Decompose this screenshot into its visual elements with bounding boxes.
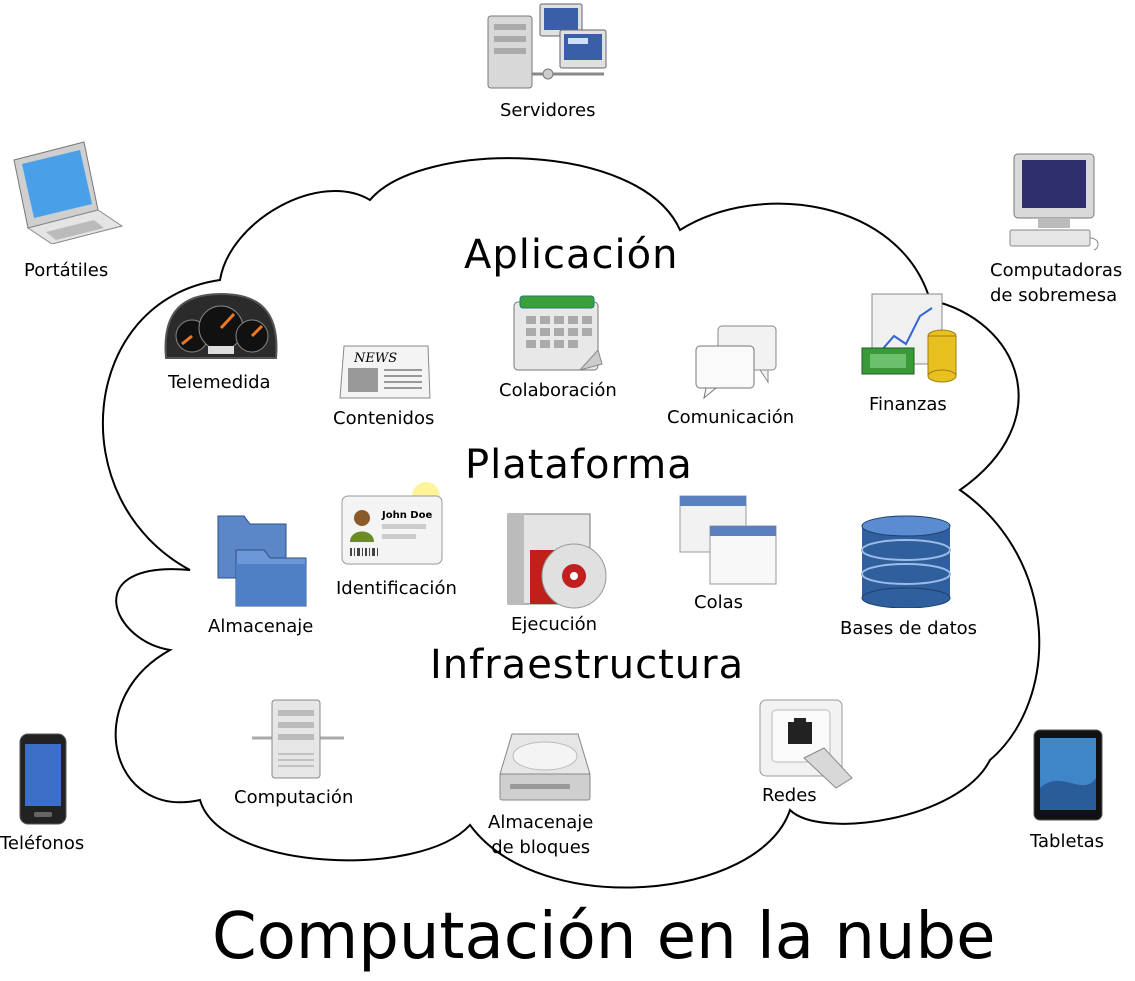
identity-label: Identificación xyxy=(336,578,457,599)
content-label: Contenidos xyxy=(333,408,435,429)
compute-label: Computación xyxy=(234,787,354,808)
calendar-icon xyxy=(513,295,603,371)
id-card-icon: John Doe xyxy=(341,482,443,565)
dashboard-gauge-icon xyxy=(164,292,278,359)
tablets-label: Tabletas xyxy=(1030,831,1105,852)
chat-bubbles-icon xyxy=(695,325,777,400)
tablet-icon xyxy=(1033,729,1103,821)
runtime-disc-icon xyxy=(507,513,607,609)
runtime-label: Ejecución xyxy=(511,614,598,635)
application-layer-heading: Aplicación xyxy=(464,232,679,278)
queue-windows-icon xyxy=(679,495,777,585)
laptops-label: Portátiles xyxy=(24,260,109,281)
server-tower-icon xyxy=(252,699,344,779)
network-label: Redes xyxy=(762,785,817,806)
hard-drive-icon xyxy=(499,733,591,801)
databases-label: Bases de datos xyxy=(840,618,978,639)
communication-label: Comunicación xyxy=(667,407,795,428)
id-card-name: John Doe xyxy=(381,510,432,521)
block-storage-label: Almacenaje de bloques xyxy=(488,812,594,859)
phones-label: Teléfonos xyxy=(0,833,85,854)
platform-layer-heading: Plataforma xyxy=(465,442,693,488)
telemetry-label: Telemedida xyxy=(168,372,271,393)
laptop-icon xyxy=(13,141,124,244)
finance-label: Finanzas xyxy=(869,394,947,415)
page-title: Computación en la nube xyxy=(212,900,996,974)
collaboration-label: Colaboración xyxy=(499,380,617,401)
infrastructure-layer-heading: Infraestructura xyxy=(430,642,745,688)
queues-label: Colas xyxy=(694,592,743,613)
finance-chart-icon xyxy=(861,293,957,383)
newspaper-masthead: NEWS xyxy=(353,351,397,366)
servers-label: Servidores xyxy=(500,100,596,121)
desktops-label: Computadoras de sobremesa xyxy=(990,260,1123,307)
servers-icon xyxy=(487,3,607,89)
desktop-icon xyxy=(1009,153,1099,251)
network-jack-icon xyxy=(759,699,853,789)
database-icon xyxy=(861,515,951,608)
folders-icon xyxy=(217,515,307,607)
storage-label: Almacenaje xyxy=(208,616,314,637)
phone-icon xyxy=(19,733,67,825)
newspaper-icon: NEWS xyxy=(339,345,431,399)
